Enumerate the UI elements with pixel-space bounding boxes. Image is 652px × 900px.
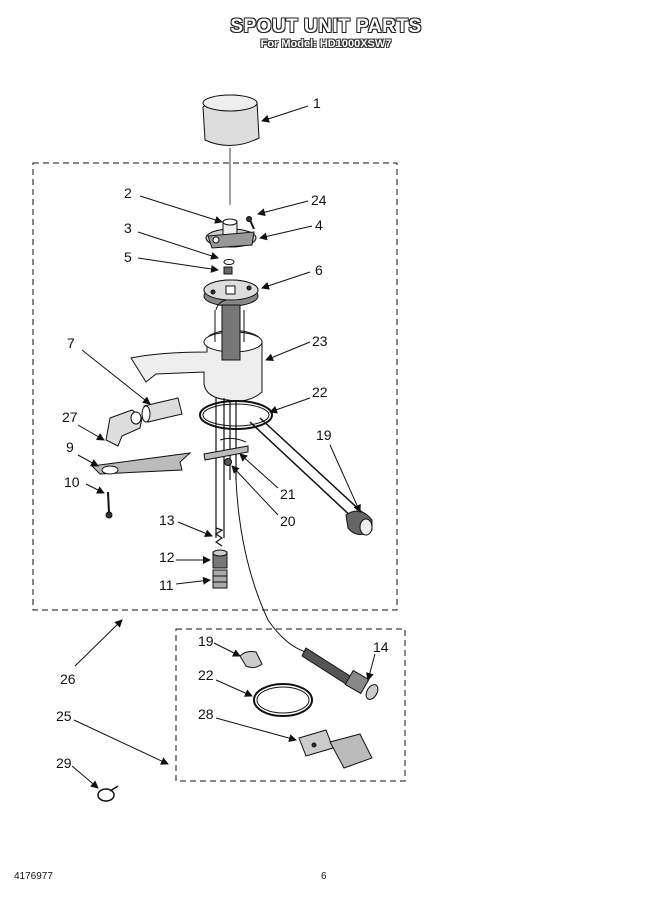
part-27-elbow <box>105 409 143 447</box>
callout-23: 23 <box>312 333 328 349</box>
part-4-valve-plate <box>205 218 257 249</box>
leader-10 <box>85 483 105 494</box>
callout-12: 12 <box>159 549 175 565</box>
leader-13 <box>177 521 213 538</box>
callout-13: 13 <box>159 512 175 528</box>
part-13-spring <box>214 527 224 547</box>
leader-26 <box>74 619 123 667</box>
page-title: SPOUT UNIT PARTS <box>230 16 422 37</box>
leader-9 <box>77 454 99 467</box>
part-10-screw <box>105 491 113 519</box>
leader-11 <box>175 576 211 585</box>
part-12-fitting <box>212 549 228 569</box>
callout-20: 20 <box>280 513 296 529</box>
leader-14 <box>365 653 376 681</box>
callout-7: 7 <box>67 335 75 351</box>
callout-2: 2 <box>124 185 132 201</box>
part-9-bracket <box>90 452 192 475</box>
callout-19: 19 <box>316 427 332 443</box>
page-number: 6 <box>321 871 327 882</box>
leader-2 <box>139 195 223 224</box>
leader-21 <box>239 453 279 489</box>
leader-22 <box>269 397 311 414</box>
callout-9: 9 <box>66 439 74 455</box>
leader-23 <box>265 341 311 362</box>
callout-27: 27 <box>62 409 78 425</box>
leader-4 <box>259 225 313 241</box>
callout-10: 10 <box>64 474 80 490</box>
callout-5: 5 <box>124 249 132 265</box>
center-tube <box>215 398 237 538</box>
leader-19 <box>329 444 361 513</box>
leader-6 <box>261 271 311 290</box>
part-21-clip <box>203 437 249 461</box>
callout-26: 26 <box>60 671 76 687</box>
main-assembly-box <box>32 162 398 611</box>
part-7-tube <box>141 397 183 423</box>
part-20-nut <box>224 458 232 466</box>
leader-20 <box>231 465 279 516</box>
callout-22b: 22 <box>198 667 214 683</box>
part-6-plate <box>203 279 259 307</box>
part-14-connector <box>301 647 379 700</box>
part-29-clamp <box>97 785 119 802</box>
part-24-screw <box>246 216 255 230</box>
leader-28 <box>215 717 297 743</box>
leader-3 <box>137 231 219 260</box>
leader-25 <box>73 719 169 765</box>
part-5-nut <box>223 266 233 275</box>
leader-29 <box>71 765 99 789</box>
callout-28: 28 <box>198 706 214 722</box>
model-subtitle: For Model: HD1000XSW7 <box>260 38 392 50</box>
kit-part-22-oring <box>253 683 313 717</box>
leader-27 <box>77 424 105 441</box>
leader-22b <box>215 679 253 697</box>
part-11-fitting <box>212 569 228 589</box>
part-1-cap <box>202 94 260 205</box>
callout-24: 24 <box>311 192 327 208</box>
supply-line <box>235 479 307 653</box>
leader-1 <box>261 105 309 123</box>
callout-6: 6 <box>315 262 323 278</box>
callout-29: 29 <box>56 755 72 771</box>
callout-22: 22 <box>312 384 328 400</box>
kit-part-19-clamp <box>239 651 263 669</box>
part-19-hose <box>249 417 373 536</box>
callout-25: 25 <box>56 708 72 724</box>
kit-box <box>175 628 406 782</box>
callout-1: 1 <box>313 95 321 111</box>
leader-24 <box>257 200 309 217</box>
callout-3: 3 <box>124 220 132 236</box>
part-3-oring <box>223 259 235 265</box>
leader-7 <box>81 349 151 405</box>
leader-19b <box>213 642 241 657</box>
kit-part-28-gasket <box>298 729 373 769</box>
part-23-spout-body <box>130 299 263 402</box>
callout-19b: 19 <box>198 633 214 649</box>
callout-4: 4 <box>315 217 323 233</box>
doc-number: 4176977 <box>14 871 53 882</box>
callout-11: 11 <box>159 577 174 593</box>
leader-5 <box>137 257 219 273</box>
callout-14: 14 <box>373 639 389 655</box>
callout-21: 21 <box>280 486 296 502</box>
